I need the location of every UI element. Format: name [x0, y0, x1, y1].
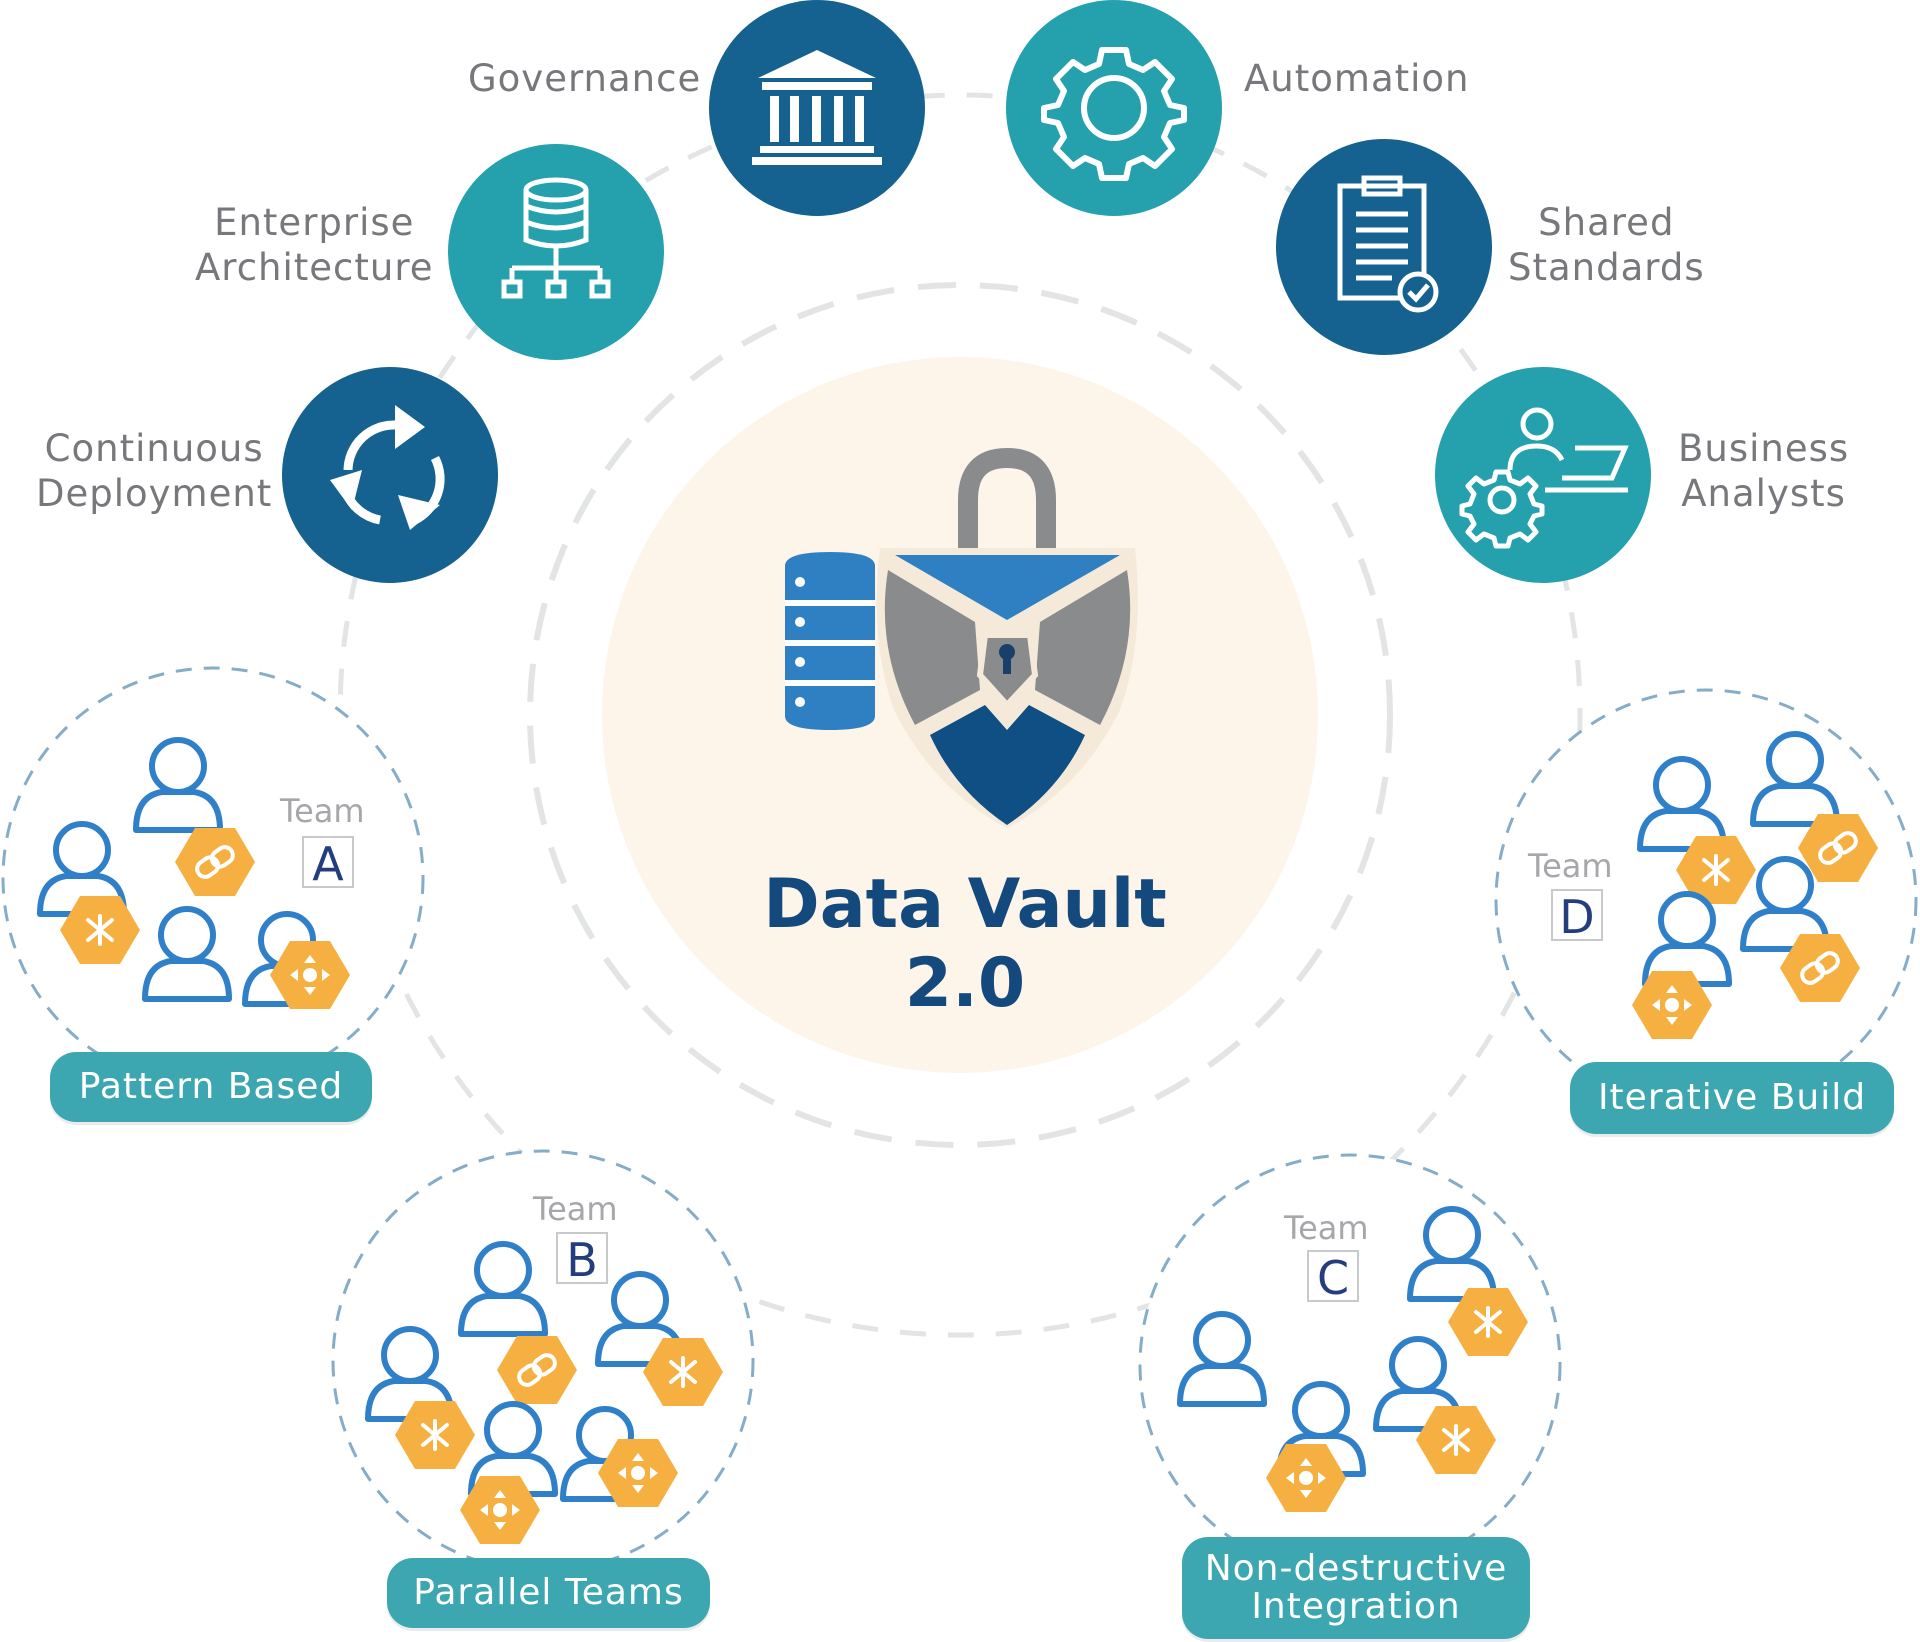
label-line: Governance: [468, 57, 702, 100]
label-governance: Governance: [468, 56, 701, 101]
analyst-laptop-icon: [1459, 407, 1629, 549]
data-vault-shield-icon: [785, 447, 1138, 828]
database-hierarchy-icon: [501, 177, 611, 299]
cycle-arrows-icon: [330, 405, 445, 530]
pill-parallel-teams: Parallel Teams: [387, 1558, 710, 1628]
team-b-word: Team: [533, 1190, 618, 1228]
label-line: Automation: [1244, 57, 1470, 100]
label-line: Business: [1678, 427, 1850, 470]
label-continuous-deployment: Continuous Deployment: [36, 426, 272, 516]
pillar-circle-business-analysts: [1435, 367, 1651, 583]
pill-line: Parallel Teams: [413, 1572, 684, 1613]
diagram-title: Data Vault 2.0: [763, 865, 1167, 1023]
pillar-circle-continuous-deployment: [282, 367, 498, 583]
pill-line: Non-destructive: [1204, 1548, 1508, 1589]
outer-dashed-ring: [337, 92, 1583, 1338]
label-shared-standards: Shared Standards: [1508, 200, 1705, 290]
team-c-word: Team: [1284, 1209, 1369, 1247]
team-c-letter: C: [1307, 1250, 1359, 1304]
label-line: Analysts: [1681, 472, 1846, 515]
label-enterprise-architecture: Enterprise Architecture: [195, 200, 434, 290]
pill-line: Integration: [1251, 1586, 1461, 1627]
team-a-letter: A: [302, 836, 354, 890]
label-line: Enterprise: [214, 201, 415, 244]
team-b-letter: B: [556, 1232, 608, 1286]
team-d-letter: D: [1551, 889, 1603, 943]
team-d-word: Team: [1528, 847, 1613, 885]
pillar-circle-automation: [1006, 0, 1222, 216]
institution-icon: [752, 50, 882, 165]
pill-pattern-based: Pattern Based: [50, 1052, 372, 1122]
label-line: Deployment: [36, 472, 273, 515]
label-business-analysts: Business Analysts: [1678, 426, 1849, 516]
label-line: Architecture: [195, 246, 434, 289]
label-line: Continuous: [44, 427, 264, 470]
gear-icon: [1041, 47, 1187, 181]
pill-line: Iterative Build: [1597, 1077, 1867, 1118]
pill-line: Pattern Based: [78, 1066, 344, 1107]
label-line: Shared: [1538, 201, 1675, 244]
pill-non-destructive-integration: Non-destructive Integration: [1182, 1537, 1530, 1639]
inner-dashed-ring: [527, 282, 1393, 1148]
clipboard-check-icon: [1337, 175, 1439, 313]
label-automation: Automation: [1244, 56, 1470, 101]
pill-iterative-build: Iterative Build: [1570, 1062, 1894, 1134]
label-line: Standards: [1508, 246, 1705, 289]
team-a-word: Team: [280, 792, 365, 830]
